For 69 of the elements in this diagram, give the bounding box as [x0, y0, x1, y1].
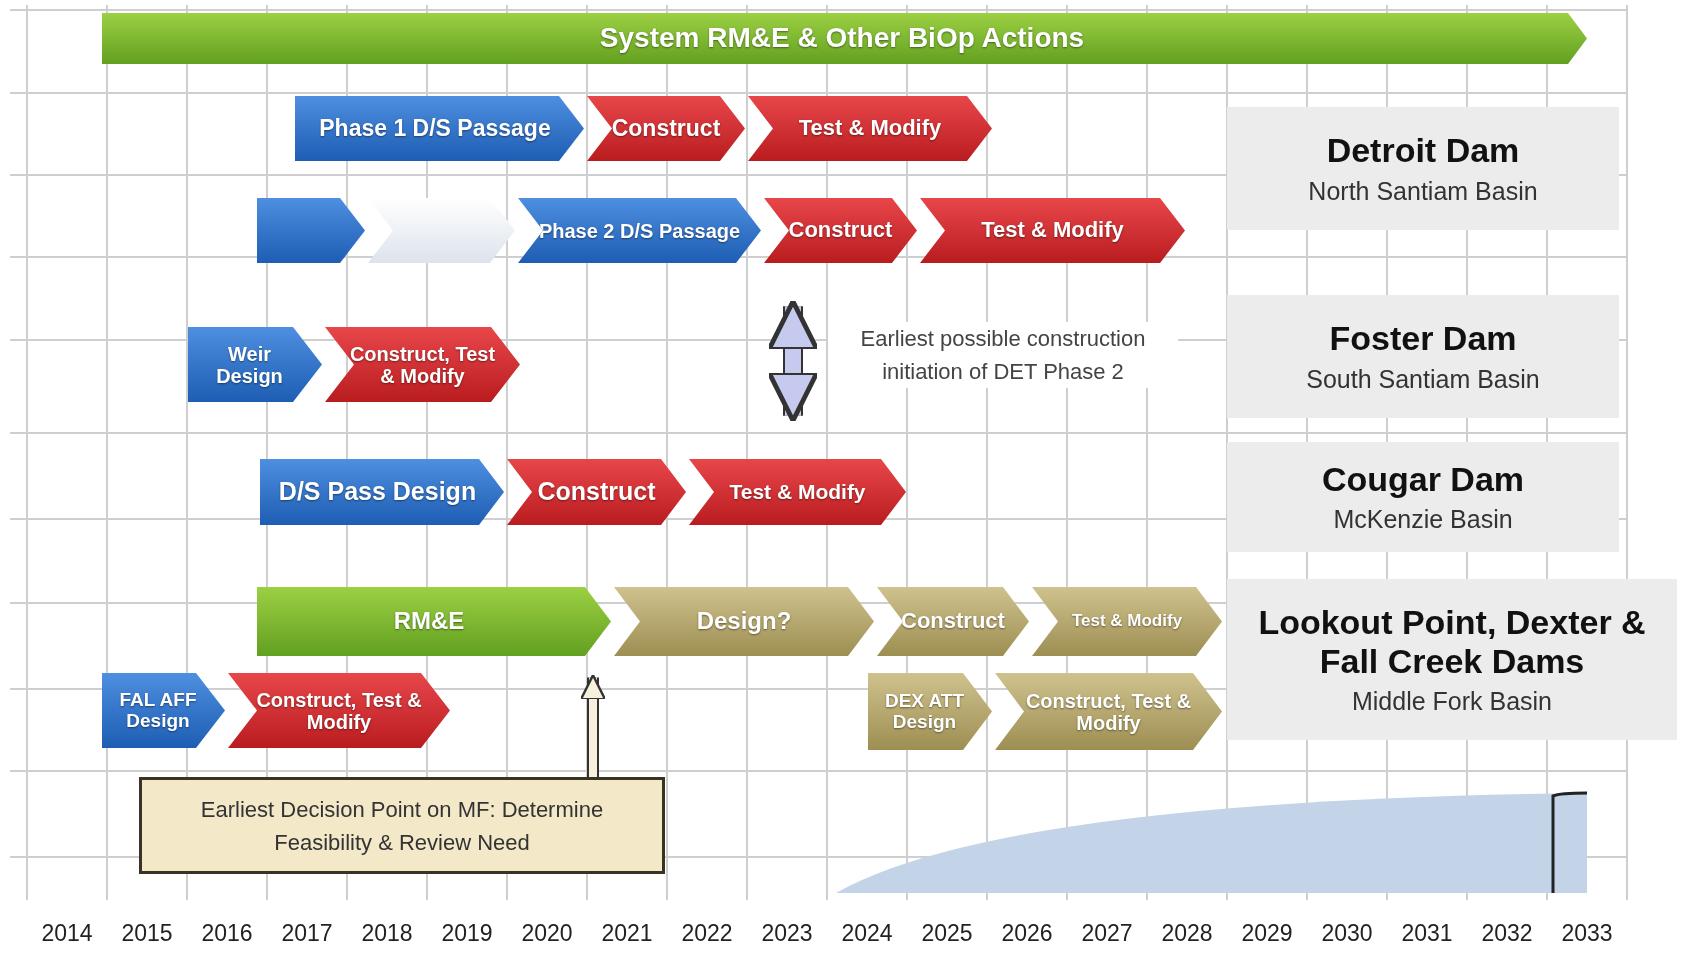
chevron-bar — [507, 459, 686, 525]
callout-box — [139, 777, 665, 874]
year-label: 2021 — [600, 920, 654, 947]
bar-label: Weir Design — [215, 342, 284, 387]
bar-label: Construct, Test & Modify — [348, 342, 497, 387]
chevron-bar — [188, 327, 322, 402]
year-label: 2022 — [680, 920, 734, 947]
chevron-bar — [868, 673, 992, 750]
year-label: 2027 — [1080, 920, 1134, 947]
bar-label: Design? — [696, 608, 792, 635]
bar-label: Construct — [537, 478, 656, 506]
bar-label: Phase 2 D/S Passage — [538, 219, 741, 242]
bar-label: Construct, Test & Modify — [1024, 689, 1193, 734]
chevron-bar — [748, 96, 992, 161]
year-label: 2029 — [1240, 920, 1294, 947]
bar-label: Construct — [901, 609, 1005, 634]
double-arrow — [766, 299, 820, 423]
dam-label-panel — [1227, 442, 1619, 552]
basin-name: South Santiam Basin — [1306, 364, 1540, 394]
basin-name: McKenzie Basin — [1333, 505, 1513, 535]
year-label: 2020 — [520, 920, 574, 947]
chevron-bar — [257, 587, 611, 656]
dam-name: Cougar Dam — [1321, 459, 1525, 500]
chevron-bar — [587, 96, 745, 161]
bar-label: D/S Pass Design — [278, 478, 477, 506]
basin-name: Middle Fork Basin — [1351, 687, 1553, 717]
year-label: 2031 — [1400, 920, 1454, 947]
year-label: 2023 — [760, 920, 814, 947]
year-label: 2026 — [1000, 920, 1054, 947]
dam-name: Detroit Dam — [1326, 131, 1520, 171]
year-label: 2028 — [1160, 920, 1214, 947]
bar-label: Phase 1 D/S Passage — [319, 115, 551, 142]
dam-label-panel — [1227, 295, 1619, 418]
chevron-bar — [689, 459, 906, 525]
bar-label: RM&E — [393, 608, 465, 635]
year-label: 2018 — [360, 920, 414, 947]
year-label: 2025 — [920, 920, 974, 947]
callout-text: Earliest Decision Point on MF: Determine Feasibility & Review Need — [199, 795, 605, 857]
year-label: 2019 — [440, 920, 494, 947]
bar-label: System RM&E & Other BiOp Actions — [599, 23, 1085, 54]
bar-label: Test & Modify — [798, 116, 942, 141]
chevron-bar — [260, 459, 504, 525]
chevron-bar — [102, 13, 1587, 64]
year-label: 2014 — [40, 920, 94, 947]
bar-label: Test & Modify — [729, 480, 866, 504]
bar-label: Test & Modify — [1071, 612, 1183, 631]
year-label: 2015 — [120, 920, 174, 947]
year-label: 2024 — [840, 920, 894, 947]
bar-label: Construct — [611, 115, 721, 142]
arrow — [579, 674, 607, 777]
year-label: 2030 — [1320, 920, 1374, 947]
dam-name: Foster Dam — [1329, 319, 1517, 359]
dam-label-panel — [1227, 107, 1619, 230]
bar-label: Construct — [788, 218, 893, 243]
year-label: 2017 — [280, 920, 334, 947]
year-label: 2033 — [1560, 920, 1614, 947]
chevron-bar — [102, 673, 225, 748]
year-label: 2032 — [1480, 920, 1534, 947]
dam-name: Lookout Point, Dexter & Fall Creek Dams — [1257, 602, 1647, 682]
chevron-bar — [295, 96, 584, 161]
edge-label: Earliest possible construction initiation of DET Phase 2 — [828, 322, 1178, 388]
bar-label: FAL AFF Design — [118, 689, 198, 732]
bar-label: Test & Modify — [981, 218, 1124, 243]
year-label: 2016 — [200, 920, 254, 947]
bar-label: Construct, Test & Modify — [255, 688, 423, 733]
chevron-bar — [257, 198, 365, 263]
basin-name: North Santiam Basin — [1308, 176, 1538, 206]
dam-label-panel — [1227, 579, 1677, 740]
bar-label: DEX ATT Design — [883, 690, 966, 733]
